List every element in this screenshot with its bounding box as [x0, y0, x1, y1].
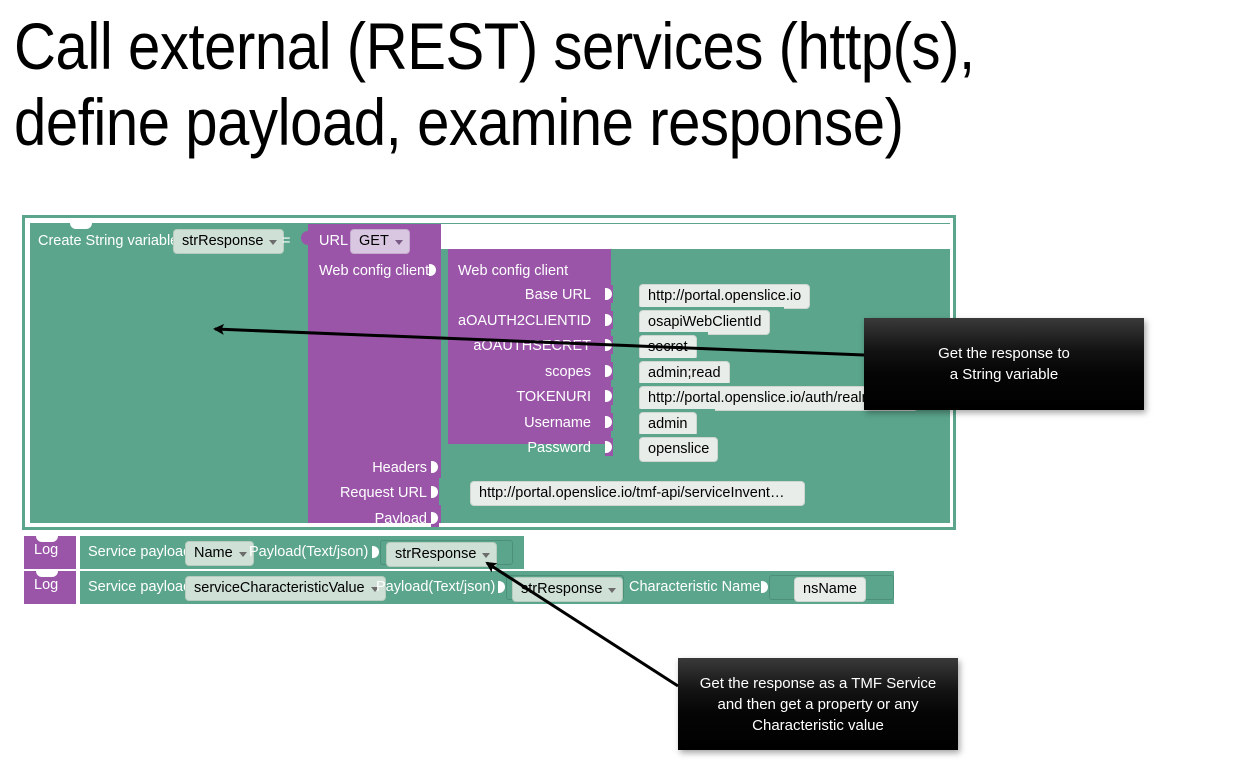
- callout-response-tmf-service: Get the response as a TMF Service and th…: [678, 658, 958, 750]
- headers-label: Headers: [372, 460, 427, 476]
- characteristic-name-label: Characteristic Name: [629, 579, 761, 595]
- web-config-row-text-field[interactable]: osapiWebClientId: [639, 309, 771, 335]
- payload-label: Payload: [374, 511, 427, 527]
- payload-variable-dropdown-1[interactable]: strResponse: [386, 542, 498, 567]
- web-config-row-socket[interactable]: [605, 438, 613, 456]
- payload-socket-1[interactable]: [372, 543, 380, 561]
- payload-socket-2[interactable]: [498, 578, 506, 596]
- web-config-row-socket[interactable]: [605, 412, 613, 431]
- payload-variable-dropdown-2[interactable]: strResponse: [512, 577, 624, 602]
- equals-sign: =: [282, 233, 291, 249]
- create-string-variable-label: Create String variable: [38, 233, 179, 249]
- web-config-row-text-field[interactable]: openslice: [639, 437, 719, 462]
- payload-text-json-label-1: Payload(Text/json): [249, 544, 369, 560]
- url-request-block[interactable]: [308, 224, 441, 523]
- headers-socket[interactable]: [431, 458, 439, 476]
- request-url-socket[interactable]: [431, 483, 439, 501]
- web-config-row-label: aOAUTHSECRET: [473, 338, 591, 354]
- web-config-client-socket-label: Web config client: [319, 263, 430, 279]
- web-config-row-label: TOKENURI: [516, 389, 591, 405]
- web-config-row-socket[interactable]: [605, 285, 613, 303]
- web-config-row-text-field[interactable]: http://portal.openslice.io: [639, 284, 811, 309]
- web-config-row-socket[interactable]: [605, 336, 613, 354]
- request-url-label: Request URL: [339, 485, 427, 501]
- log-block-2-notch: [36, 571, 58, 577]
- service-payload-label-1: Service payload: [88, 544, 192, 560]
- characteristic-name-text-field[interactable]: nsName: [794, 577, 866, 602]
- web-config-row-label: aOAUTH2CLIENTID: [458, 312, 591, 329]
- web-config-client-title: Web config client: [458, 263, 569, 279]
- url-label: URL: [319, 233, 349, 249]
- characteristic-name-socket[interactable]: [761, 578, 769, 596]
- http-method-dropdown[interactable]: GET: [350, 229, 410, 254]
- service-payload-label-2: Service payload: [88, 579, 192, 595]
- web-config-client-socket[interactable]: [429, 261, 437, 279]
- payload-text-json-label-2: Payload(Text/json): [376, 579, 496, 595]
- payload-socket[interactable]: [431, 509, 439, 527]
- web-config-row-label: Base URL: [524, 287, 591, 303]
- variable-name-dropdown[interactable]: strResponse: [173, 229, 285, 254]
- log-label-2: Log: [34, 577, 59, 593]
- service-payload-dropdown-2[interactable]: serviceCharacteristicValue: [185, 576, 386, 601]
- block-notch-top: [70, 223, 92, 229]
- web-config-row-text-field[interactable]: admin: [639, 411, 697, 437]
- web-config-row-text-field[interactable]: secret: [639, 335, 697, 360]
- log-block-1-notch: [36, 536, 58, 542]
- web-config-row-socket[interactable]: [605, 361, 613, 380]
- page-title: Call external (REST) services (http(s), …: [14, 9, 991, 159]
- web-config-row-text-field[interactable]: admin;read: [639, 360, 730, 386]
- log-label-1: Log: [34, 542, 59, 558]
- callout-response-string-variable: Get the response to a String variable: [864, 318, 1144, 410]
- web-config-row-label: scopes: [545, 363, 591, 380]
- url-block-plug: [301, 228, 310, 248]
- web-config-row-socket[interactable]: [605, 387, 613, 405]
- url-block-header-gap: [441, 224, 950, 249]
- web-config-row-label: Password: [527, 440, 591, 456]
- blockly-workspace[interactable]: Create String variable strResponse = URL…: [22, 215, 956, 530]
- request-url-text-field[interactable]: http://portal.openslice.io/tmf-api/servi…: [470, 481, 805, 506]
- web-config-row-label: Username: [524, 414, 591, 431]
- service-payload-dropdown-1[interactable]: Name: [185, 541, 254, 566]
- web-config-row-socket[interactable]: [605, 310, 613, 329]
